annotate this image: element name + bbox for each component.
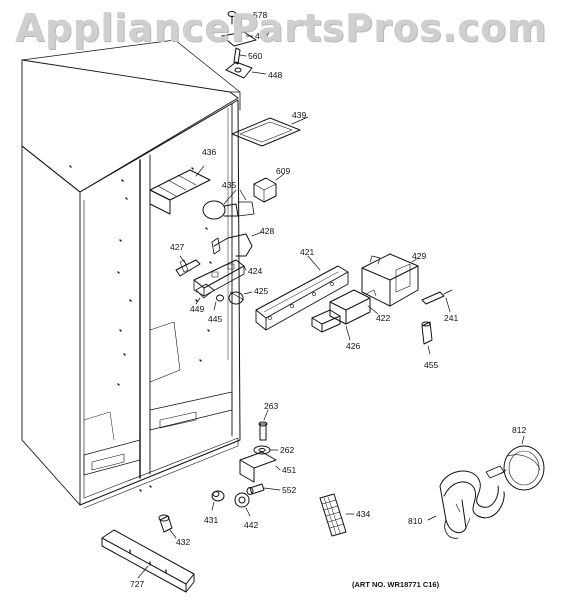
part-447-bracket [221,31,257,47]
part-449-thermostat [195,283,215,305]
callout-436: 436 [202,147,217,157]
callout-421: 421 [300,247,315,257]
callout-552: 552 [282,485,297,495]
part-422-bracket [329,289,379,325]
callout-431: 431 [204,515,219,525]
part-421-housing [255,255,349,331]
art-number-caption: (ART NO. WR18771 C16) [352,580,440,589]
callout-439: 439 [292,110,307,120]
callout-810: 810 [408,516,423,526]
part-445-bushing [213,294,224,311]
part-425-knob [228,291,253,305]
callout-422: 422 [376,313,391,323]
callout-434: 434 [356,509,371,519]
callout-424: 424 [248,266,263,276]
callout-449: 449 [190,304,205,314]
part-560-screw [233,47,247,65]
callout-609: 609 [276,166,291,176]
part-435-bulb [202,189,255,220]
part-241-thermistor [421,289,453,313]
callout-448: 448 [268,70,283,80]
callout-578: 578 [253,10,268,20]
callout-560: 560 [248,51,263,61]
callout-432: 432 [176,537,191,547]
callout-425: 425 [254,286,269,296]
callout-451: 451 [282,465,297,475]
callout-445: 445 [208,314,223,324]
part-263-pin [258,409,269,441]
part-428-harness [211,231,263,257]
part-810-coil [427,465,505,539]
part-439-light-shield [231,116,309,147]
part-262-washer [253,445,279,455]
callout-727: 727 [130,579,145,589]
part-434-grille [319,493,355,537]
part-552-bolt [246,483,281,495]
callout-427: 427 [170,242,185,252]
part-426-display [311,309,351,341]
callout-447: 447 [255,31,270,41]
part-578-screw [227,11,251,25]
callout-429: 429 [412,251,427,261]
callout-241: 241 [444,313,459,323]
callout-442: 442 [244,520,259,530]
refrigerator-case [21,39,241,509]
part-727-kickplate [101,529,195,593]
callout-455: 455 [424,360,439,370]
callout-812: 812 [512,425,527,435]
part-442-roller [234,492,251,517]
part-609-switch [253,173,285,203]
part-436-cover [149,165,211,215]
part-455-sensor [421,321,433,355]
part-432-leg [158,514,177,539]
callout-263: 263 [264,401,279,411]
callout-435: 435 [222,180,237,190]
callout-262: 262 [280,445,295,455]
callout-428: 428 [260,226,275,236]
part-429-damper [361,253,419,307]
part-427-cable [175,255,201,277]
part-448-hinge [225,61,267,79]
part-424-control [193,259,247,297]
part-451-hinge [239,451,281,483]
part-812-fan [499,435,545,491]
callout-426: 426 [346,341,361,351]
part-431-roller [211,490,225,511]
